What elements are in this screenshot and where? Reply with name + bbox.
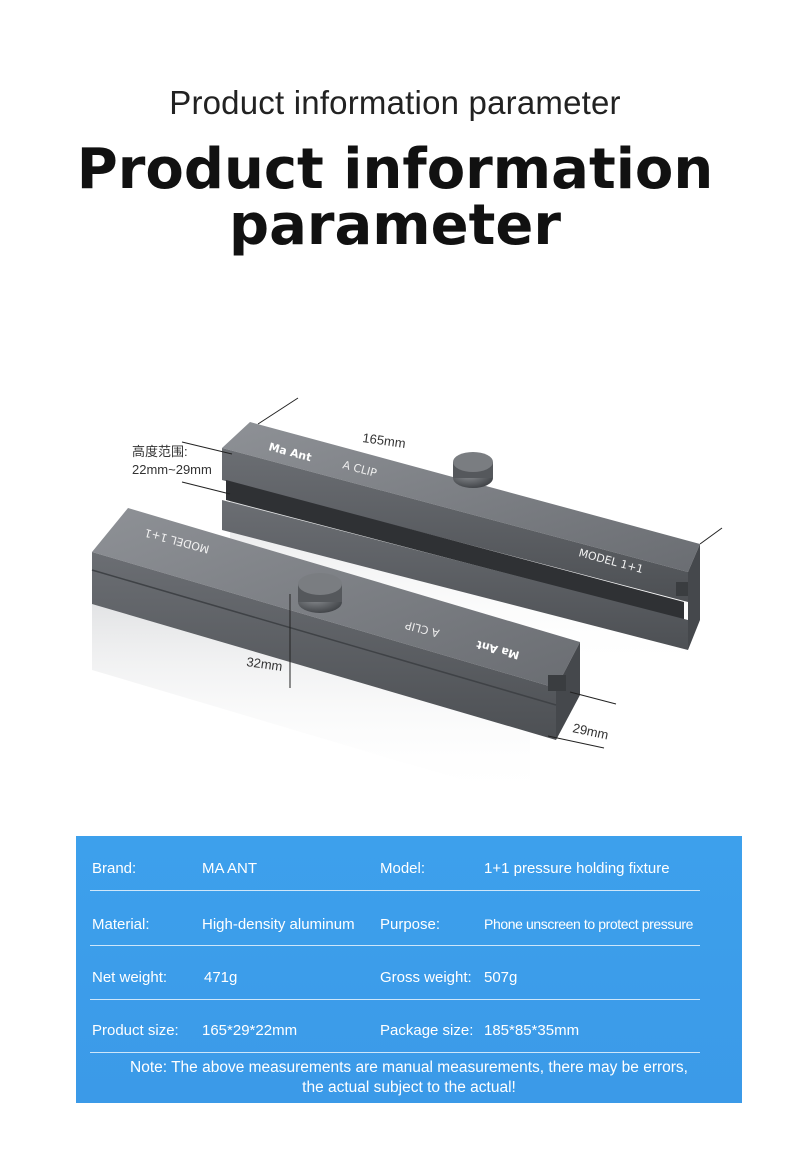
spec-label-gross-weight: Gross weight: (380, 969, 472, 986)
spec-label-material: Material: (92, 916, 150, 933)
spec-value-brand: MA ANT (202, 860, 258, 877)
spec-label-model: Model: (380, 860, 426, 877)
spec-label-product-size: Product size: (92, 1022, 179, 1039)
dim-height-range-label: 高度范围: (132, 444, 188, 459)
reflection-front (92, 600, 530, 800)
dim-width-label: 29mm (571, 720, 609, 742)
dim-length-label: 165mm (362, 430, 407, 451)
spec-label-brand: Brand: (92, 860, 137, 877)
spec-divider-4 (90, 1052, 700, 1053)
spec-panel: Brand: MA ANT Model: 1+1 pressure holdin… (76, 836, 742, 1103)
page-title-line-2: parameter (229, 193, 561, 258)
back-clip: Ma Ant A CLIP MODEL 1+1 (222, 422, 700, 650)
spec-note-line-1: Note: The above measurements are manual … (130, 1059, 688, 1076)
spec-value-product-size: 165*29*22mm (202, 1022, 298, 1039)
page-title-line-1: Product information (76, 137, 714, 202)
page-subtitle: Product information parameter (169, 84, 621, 121)
dim-height-label: 32mm (246, 654, 284, 674)
spec-divider-2 (90, 945, 700, 946)
spec-label-package-size: Package size: (380, 1022, 474, 1039)
product-illustration: Ma Ant A CLIP MODEL 1+1 MODEL 1+1 Ma Ant… (91, 397, 723, 800)
spec-note-line-2: the actual subject to the actual! (302, 1079, 516, 1096)
dim-height-range-value: 22mm~29mm (132, 462, 212, 477)
spec-value-purpose: Phone unscreen to protect pressure (484, 916, 693, 932)
spec-value-net-weight: 471g (204, 969, 238, 986)
spec-value-package-size: 185*85*35mm (484, 1022, 580, 1039)
front-clip: MODEL 1+1 Ma Ant A CLIP (91, 508, 580, 740)
spec-label-net-weight: Net weight: (92, 969, 168, 986)
dimension-lines (181, 397, 723, 749)
page-title: Product information parameter (0, 142, 790, 254)
spec-value-material: High-density aluminum (202, 916, 355, 933)
spec-value-gross-weight: 507g (484, 969, 518, 986)
spec-value-model: 1+1 pressure holding fixture (484, 860, 670, 877)
spec-label-purpose: Purpose: (380, 916, 441, 933)
spec-divider-1 (90, 890, 700, 891)
spec-divider-3 (90, 999, 700, 1000)
